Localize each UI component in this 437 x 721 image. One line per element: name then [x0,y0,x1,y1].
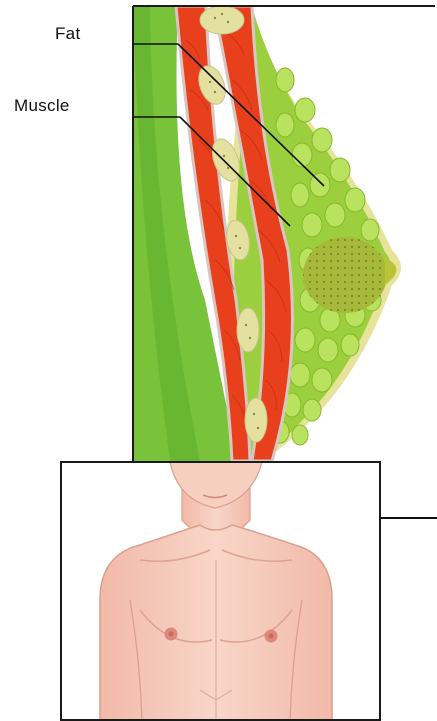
cross-section-panel [133,6,435,461]
torso-panel [61,462,380,721]
